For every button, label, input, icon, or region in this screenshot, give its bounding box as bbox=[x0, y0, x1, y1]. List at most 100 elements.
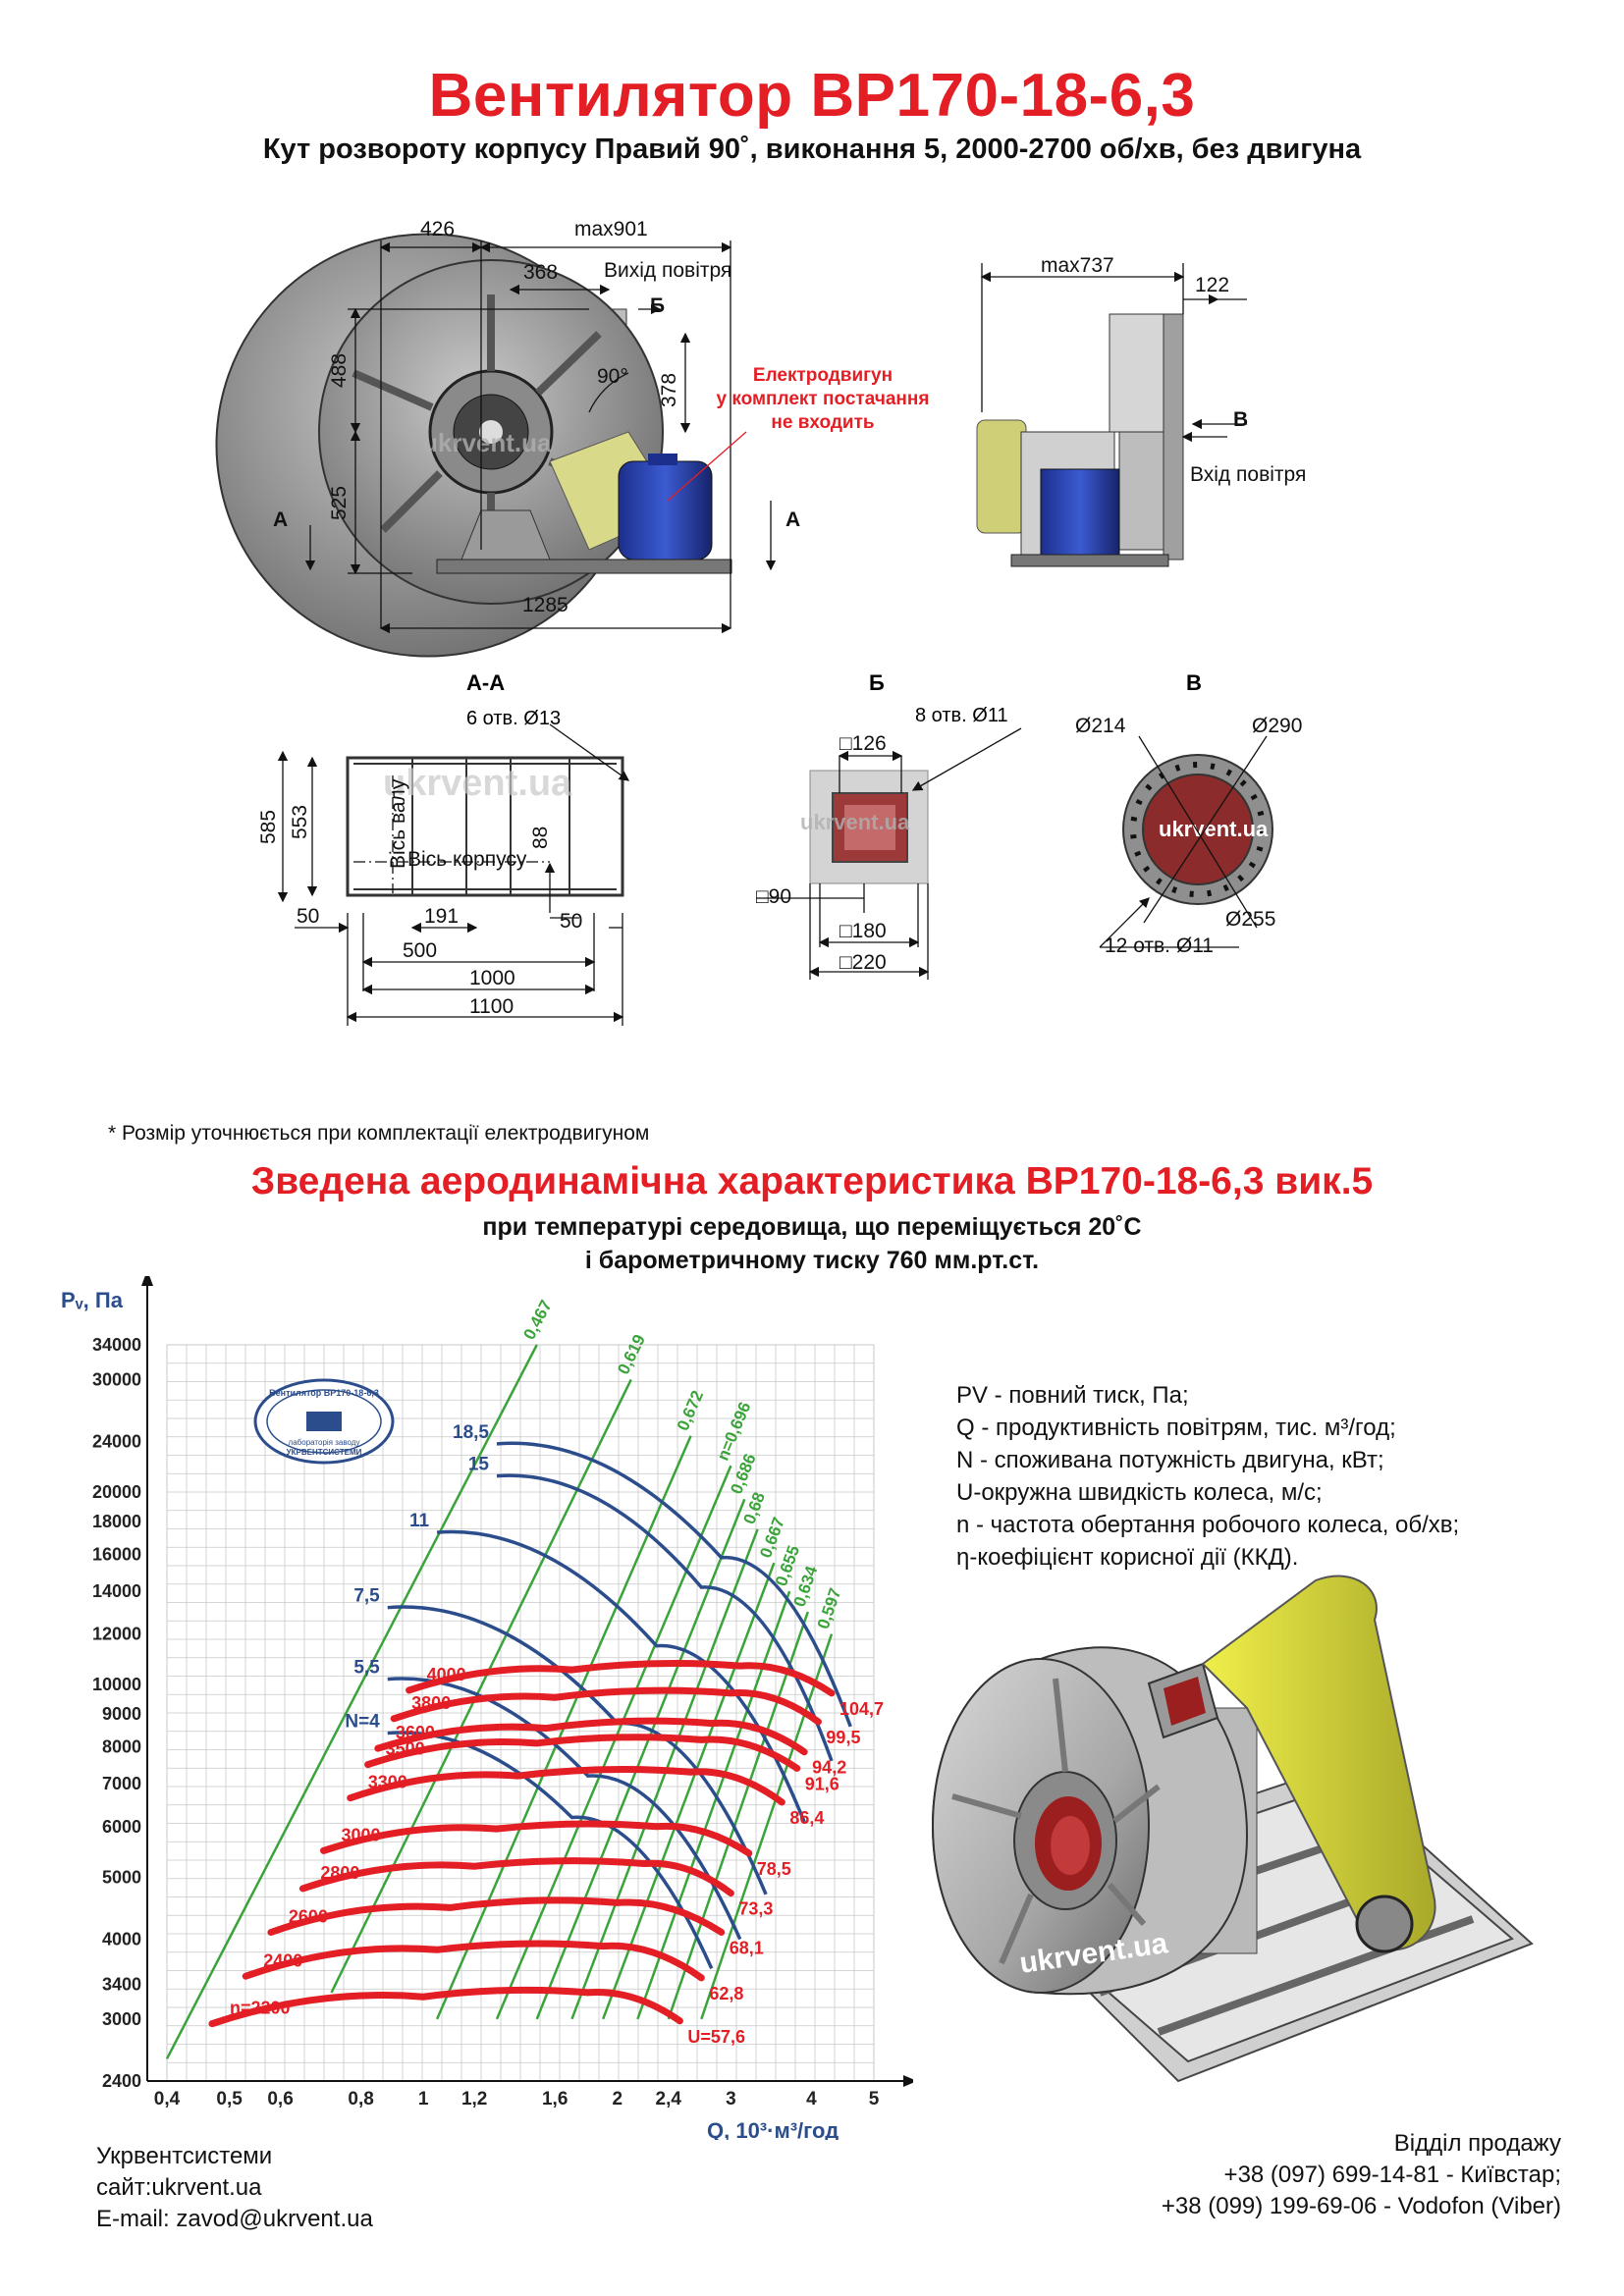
efficiency-line bbox=[330, 1378, 632, 1994]
speed-curve-rpm-label: 2600 bbox=[289, 1906, 328, 1926]
efficiency-line bbox=[636, 1590, 791, 2020]
chart-ylabel: Pᵥ, Па bbox=[61, 1288, 124, 1312]
dim-500: 500 bbox=[403, 939, 437, 962]
x-tick-label: 4 bbox=[806, 2089, 817, 2109]
speed-curve bbox=[298, 1857, 734, 1897]
footer-phone-vodafone[interactable]: +38 (099) 199-69-06 - Vodofon (Viber) bbox=[1161, 2193, 1561, 2219]
y-tick-label: 2400 bbox=[102, 2071, 141, 2091]
dim-50-right: 50 bbox=[560, 910, 582, 933]
section-v-title: В bbox=[1186, 670, 1202, 695]
chart-grid bbox=[166, 1344, 875, 2082]
dim-122: 122 bbox=[1195, 274, 1229, 296]
dim-368: 368 bbox=[523, 261, 558, 284]
chart-subtitle-2: і барометричному тиску 760 мм.рт.ст. bbox=[584, 1247, 1040, 1274]
dim-sq126: □126 bbox=[839, 732, 887, 755]
y-tick-label: 14000 bbox=[92, 1581, 141, 1601]
x-tick-label: 0,6 bbox=[267, 2089, 293, 2109]
speed-curve bbox=[347, 1766, 785, 1806]
power-curve bbox=[496, 1441, 852, 1728]
power-curve-label: 18,5 bbox=[453, 1422, 489, 1443]
x-tick-label: 1,2 bbox=[461, 2089, 487, 2109]
footer-email-link[interactable]: E-mail: zavod@ukrvent.ua bbox=[96, 2206, 373, 2232]
speed-curve-u-label: 68,1 bbox=[730, 1938, 764, 1957]
section-b-holes: 8 отв. Ø11 bbox=[915, 705, 1008, 726]
section-b-title: Б bbox=[869, 670, 885, 695]
dim-426: 426 bbox=[420, 218, 455, 240]
y-tick-label: 34000 bbox=[92, 1335, 141, 1355]
efficiency-line bbox=[667, 1611, 809, 2020]
power-curve-label: N=4 bbox=[345, 1712, 380, 1733]
x-tick-label: 1 bbox=[418, 2089, 429, 2109]
power-curve bbox=[387, 1677, 742, 1941]
outlet-label: Вихід повітря bbox=[604, 259, 731, 282]
section-aa-view: А-А 6 отв. Ø13 ukrvent.ua 585 bbox=[257, 670, 630, 1026]
speed-curve-u-label: U=57,6 bbox=[687, 2027, 745, 2047]
power-curve bbox=[387, 1731, 714, 1969]
side-view: max737 122 В Вхід повітря bbox=[976, 254, 1306, 567]
footer-phone-kyivstar[interactable]: +38 (097) 699-14-81 - Київстар; bbox=[1223, 2162, 1561, 2188]
speed-curves: n=2200U=57,6240062,8260068,1280073,33000… bbox=[208, 1659, 884, 2047]
speed-curve-u-label: 94,2 bbox=[812, 1758, 846, 1778]
footer-company: Укрвентсистеми сайт:ukrvent.ua E-mail: z… bbox=[96, 2141, 373, 2235]
section-aa-holes: 6 отв. Ø13 bbox=[466, 708, 561, 729]
x-tick-label: 3 bbox=[726, 2089, 736, 2109]
speed-curve-u-label: 99,5 bbox=[826, 1728, 860, 1747]
speed-curve-u-label: 73,3 bbox=[738, 1899, 773, 1919]
dim-1285: 1285 bbox=[522, 594, 568, 616]
dim-585: 585 bbox=[257, 810, 280, 844]
motor-note-1: Електродвигун bbox=[753, 365, 893, 386]
speed-curve-rpm-label: 3600 bbox=[396, 1723, 435, 1742]
motor-note-2: у комплект постачання bbox=[717, 389, 930, 409]
legend-item-n: N - споживана потужність двигуна, кВт; bbox=[956, 1447, 1384, 1473]
section-b-mark: Б bbox=[650, 294, 665, 317]
speed-curve-u-label: 62,8 bbox=[709, 1984, 743, 2003]
section-a-left: А bbox=[273, 508, 288, 531]
y-tick-label: 12000 bbox=[92, 1625, 141, 1644]
efficiency-label: 0,467 bbox=[519, 1297, 555, 1343]
shaft-axis-label: Вісь валу bbox=[387, 778, 409, 869]
footer-site-link[interactable]: сайт:ukrvent.ua bbox=[96, 2174, 262, 2201]
y-tick-label: 30000 bbox=[92, 1369, 141, 1389]
speed-curve-rpm-label: 3000 bbox=[342, 1825, 381, 1844]
x-tick-label: 1,6 bbox=[542, 2089, 568, 2109]
chart-subtitle-1: при температурі середовища, що переміщує… bbox=[482, 1213, 1142, 1241]
speed-curve-rpm-label: n=2200 bbox=[230, 1999, 291, 2018]
efficiency-line bbox=[700, 1633, 834, 2020]
speed-curve bbox=[406, 1659, 836, 1697]
x-tick-label: 2 bbox=[613, 2089, 623, 2109]
dim-191: 191 bbox=[424, 905, 459, 928]
x-tick-label: 0,8 bbox=[348, 2089, 373, 2109]
dim-sq180: □180 bbox=[839, 920, 887, 942]
section-b-watermark: ukrvent.ua bbox=[800, 810, 910, 834]
speed-curve-u-label: 86,4 bbox=[789, 1808, 824, 1828]
legend-item-eta: η-коефіцієнт корисної дії (ККД). bbox=[956, 1544, 1299, 1571]
power-curve bbox=[496, 1473, 834, 1762]
dim-angle: 90° bbox=[597, 365, 628, 388]
speed-curve bbox=[320, 1820, 753, 1857]
x-tick-label: 5 bbox=[869, 2089, 880, 2109]
legend-item-pv: PV - повний тиск, Па; bbox=[956, 1382, 1189, 1409]
section-v-watermark: ukrvent.ua bbox=[1159, 817, 1269, 841]
speed-curve bbox=[208, 1986, 683, 2028]
drawing-watermark: ukrvent.ua bbox=[422, 428, 552, 457]
speed-curve bbox=[267, 1896, 726, 1936]
dim-88: 88 bbox=[529, 827, 552, 849]
section-b-view: Б 8 отв. Ø11 ukrvent.ua □126 □90 □180 □2… bbox=[756, 670, 1022, 980]
power-curve-label: 11 bbox=[409, 1511, 430, 1531]
motor-note-3: не входить bbox=[771, 412, 874, 433]
speed-curve bbox=[374, 1717, 808, 1756]
efficiency-line bbox=[570, 1528, 759, 2020]
speed-curve-u-label: 91,6 bbox=[805, 1774, 839, 1793]
dim-d290: Ø290 bbox=[1252, 715, 1302, 737]
page-subtitle: Кут розвороту корпусу Правий 90˚, викона… bbox=[262, 133, 1362, 165]
y-tick-label: 3000 bbox=[102, 2009, 141, 2029]
dim-50-left: 50 bbox=[297, 905, 319, 928]
y-tick-label: 24000 bbox=[92, 1432, 141, 1452]
y-tick-label: 18000 bbox=[92, 1512, 141, 1531]
dim-488: 488 bbox=[328, 353, 351, 388]
footer-sales: Відділ продажу +38 (097) 699-14-81 - Киї… bbox=[1162, 2128, 1561, 2222]
x-tick-label: 0,4 bbox=[154, 2089, 181, 2109]
